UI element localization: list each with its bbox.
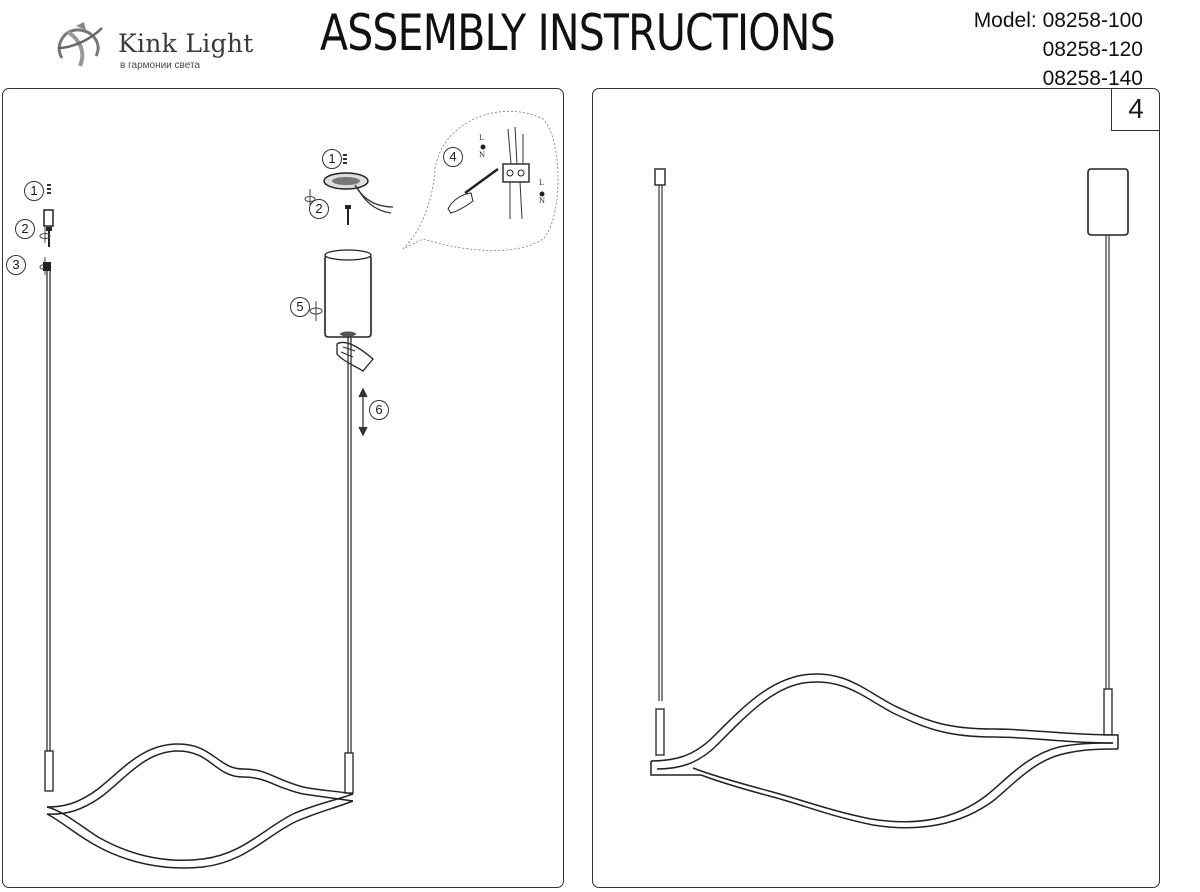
step-marker: 1	[24, 181, 44, 201]
screw-icon	[47, 184, 51, 194]
brand-logo: Kink Light в гармонии света	[50, 18, 253, 78]
model-number: 08258-100	[1042, 9, 1143, 32]
step-marker: 2	[309, 199, 329, 219]
assembled-lamp-diagram	[650, 168, 1129, 829]
model-block: Model: 08258-100 08258-120 08258-140	[974, 6, 1143, 93]
screwdriver-icon	[447, 167, 499, 214]
screw-icon	[46, 227, 52, 247]
page-number: 4	[1111, 88, 1160, 131]
canopy-cover	[324, 254, 372, 338]
screw-icon	[345, 205, 351, 225]
assembly-diagram	[39, 111, 559, 869]
step-marker: 3	[6, 255, 26, 275]
cable-grip-icon	[43, 262, 51, 271]
step-marker: 2	[15, 219, 35, 239]
wave-led-ring	[46, 743, 354, 869]
assembled-lamp-panel: 4	[592, 88, 1160, 888]
model-number: 08258-120	[1042, 38, 1143, 61]
rotate-arrow-icon	[39, 189, 323, 321]
page-title: ASSEMBLY INSTRUCTIONS	[320, 4, 836, 62]
brand-emblem-icon	[57, 22, 103, 67]
model-label: Model:	[973, 9, 1037, 32]
cable-grip-icon	[654, 168, 666, 186]
canopy-cover	[1087, 168, 1129, 236]
wire-label: L	[479, 134, 484, 142]
assembly-steps-panel: 1 2 3 1 2 4 5 6 L N L N	[2, 88, 564, 888]
brand-tagline: в гармонии света	[120, 60, 201, 71]
model-line-1: Model: 08258-100	[974, 6, 1143, 35]
step-marker: 5	[290, 297, 310, 317]
wire-label: L	[539, 179, 544, 187]
wiring-detail-bubble	[402, 111, 559, 251]
wire-label: N	[479, 151, 486, 159]
height-adjust-arrow-icon	[358, 387, 368, 437]
screw-icon	[343, 154, 347, 164]
step-marker: 6	[369, 400, 389, 420]
brand-name: Kink Light	[118, 29, 254, 58]
model-number: 08258-140	[1042, 67, 1143, 90]
hand-icon	[336, 341, 374, 372]
ceiling-plate-icon	[323, 172, 394, 214]
sleeve-icon	[43, 209, 54, 227]
wire-label: N	[539, 197, 546, 205]
terminal-block-icon	[480, 126, 545, 220]
wave-led-ring	[650, 673, 1119, 829]
step-marker: 1	[322, 149, 342, 169]
step-marker: 4	[443, 147, 463, 167]
